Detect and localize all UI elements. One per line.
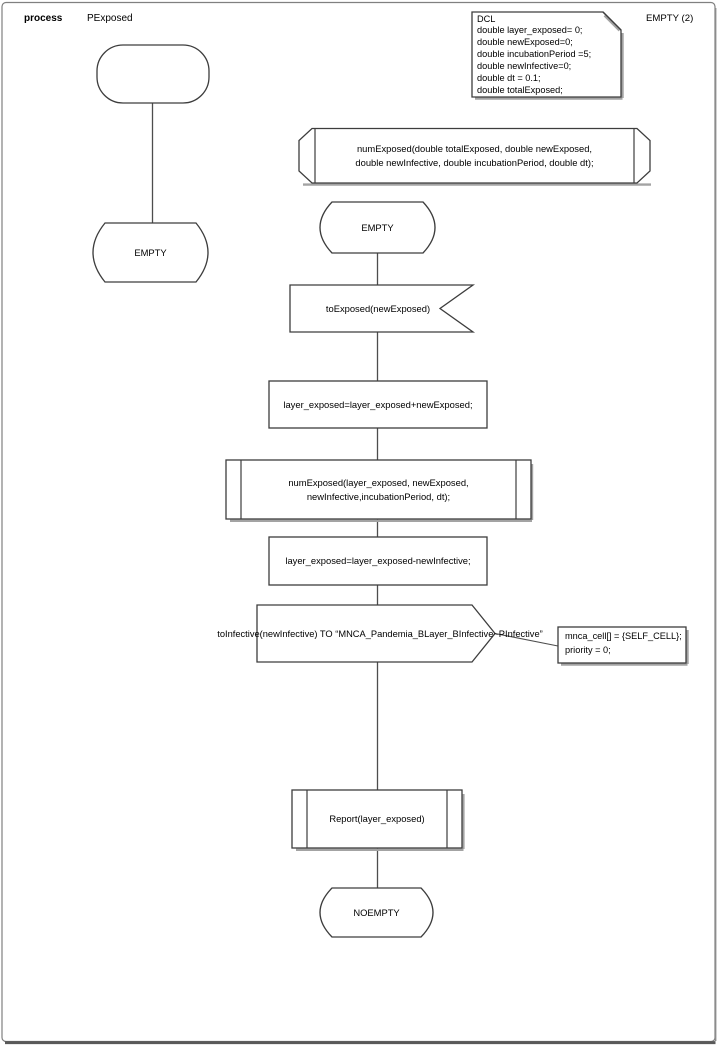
dcl-line: double incubationPeriod =5;	[477, 49, 592, 60]
procedure-declaration-shape[interactable]	[298, 127, 651, 184]
task-add-exposed-label: layer_exposed=layer_exposed+newExposed;	[283, 398, 473, 410]
procedure-call-report-label: Report(layer_exposed)	[329, 813, 425, 824]
state-empty-left-label: EMPTY	[134, 246, 167, 258]
dcl-line: double dt = 0.1;	[477, 73, 541, 84]
dcl-line: double newInfective=0;	[477, 61, 572, 72]
dcl-line: double newExposed=0;	[477, 37, 573, 48]
procedure-call-numexposed-shape[interactable]	[225, 459, 532, 520]
dcl-line: double totalExposed;	[477, 84, 563, 95]
state-noempty-label: NOEMPTY	[353, 906, 400, 918]
state-empty-right-label: EMPTY	[361, 221, 394, 233]
procedure-call-numexposed-label: numExposed(layer_exposed, newExposed, ne…	[226, 476, 531, 503]
state-noempty-shape[interactable]	[319, 887, 434, 938]
connector-output-to-comment	[494, 632, 559, 647]
process-keyword: process	[24, 13, 63, 24]
procedure-call-line2: newInfective,incubationPeriod, dt);	[306, 490, 451, 502]
dcl-note-fold-icon	[602, 11, 622, 31]
task-subtract-infective-label: layer_exposed=layer_exposed-newInfective…	[285, 555, 471, 566]
comment-box-shape[interactable]	[557, 626, 687, 664]
input-signal-label: toExposed(newExposed)	[325, 302, 431, 314]
page-reference: EMPTY (2)	[646, 13, 694, 24]
dcl-note-shape[interactable]	[471, 11, 622, 98]
dcl-line: double layer_exposed= 0;	[477, 25, 583, 36]
state-empty-left-shape[interactable]	[92, 222, 209, 283]
procedure-declaration-line2: double newInfective, double incubationPe…	[355, 156, 594, 168]
task-subtract-infective-shape[interactable]	[268, 536, 488, 586]
procedure-declaration-label: numExposed(double totalExposed, double n…	[299, 142, 650, 169]
comment-line2: priority = 0;	[565, 644, 611, 655]
comment-line1: mnca_cell[] = {SELF_CELL};	[565, 631, 682, 641]
dcl-note-fold-shadow	[603, 14, 621, 32]
procedure-call-report-shape[interactable]	[291, 789, 463, 849]
task-add-exposed-shape[interactable]	[268, 380, 488, 429]
start-state-shape[interactable]	[96, 44, 210, 104]
input-signal-shape[interactable]	[289, 284, 476, 333]
comment-text: mnca_cell[] = {SELF_CELL}; priority = 0;	[565, 630, 685, 658]
output-signal-label: toInfective(newInfective) TO “MNCA_Pande…	[217, 628, 543, 639]
state-empty-right-shape[interactable]	[319, 201, 436, 254]
procedure-call-line1: numExposed(layer_exposed, newExposed,	[288, 477, 469, 488]
procedure-declaration-line1: numExposed(double totalExposed, double n…	[356, 143, 593, 154]
output-signal-shape[interactable]	[256, 604, 496, 663]
dcl-line: DCL	[477, 13, 496, 24]
dcl-note-text: DCL double layer_exposed= 0; double newE…	[477, 14, 607, 97]
process-name: PExposed	[87, 13, 133, 24]
